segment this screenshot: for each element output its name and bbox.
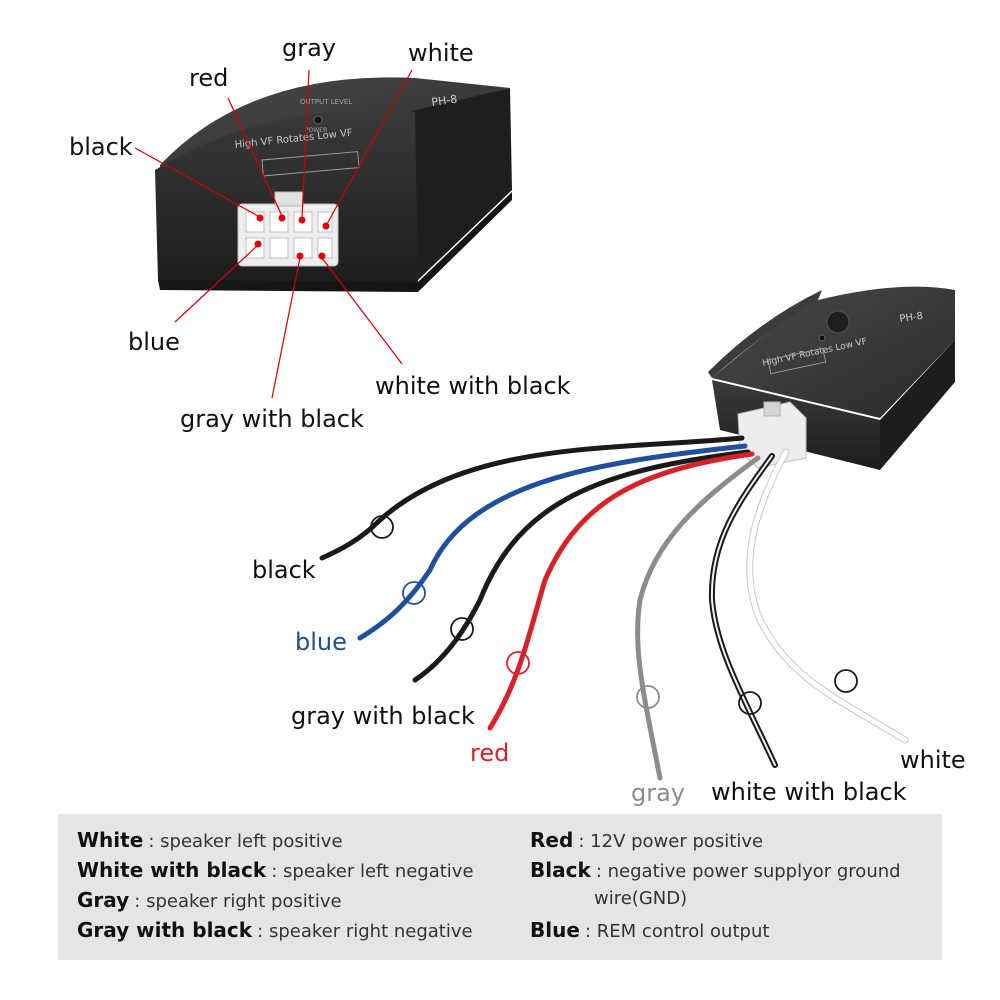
model-text-2: PH-8 bbox=[899, 311, 924, 325]
legend-item-gray-with-black: Gray with black : speaker right negative bbox=[77, 920, 473, 941]
power-led-icon bbox=[313, 115, 323, 125]
wire-gray-with-black bbox=[412, 449, 751, 683]
pinout-print bbox=[261, 151, 360, 177]
wire-blue bbox=[357, 443, 748, 641]
wire-red bbox=[487, 451, 755, 731]
legend-item-white: White : speaker left positive bbox=[77, 830, 343, 851]
legend-desc: : negative power supplyor ground bbox=[595, 861, 901, 882]
wire-white-outline bbox=[746, 448, 909, 744]
legend-key: Blue bbox=[530, 918, 580, 942]
wire-gray bbox=[635, 455, 761, 781]
legend-key: Black bbox=[530, 858, 591, 882]
wire-markers bbox=[370, 515, 858, 715]
legend-key: Gray with black bbox=[77, 918, 253, 942]
device-angled-view: PH-8 High VF Rotates Low VF bbox=[708, 286, 955, 470]
plug-latch bbox=[763, 401, 781, 417]
legend-item-blue: Blue : REM control output bbox=[530, 920, 769, 941]
connector-latch bbox=[274, 191, 304, 207]
legend-item-white-with-black: White with black : speaker left negative bbox=[77, 860, 474, 881]
wires bbox=[319, 435, 909, 781]
marker-gray bbox=[636, 685, 660, 709]
power-led-icon-2 bbox=[818, 334, 826, 342]
device-front-view: PH-8 OUTPUT LEVEL POWER High VF Rotates … bbox=[134, 69, 512, 399]
connector-label-blue: blue bbox=[128, 328, 180, 356]
legend-desc: : speaker right negative bbox=[257, 921, 473, 942]
wire-white-with-black-stripe bbox=[710, 455, 776, 766]
marker-red bbox=[506, 651, 530, 675]
power-label-text: POWER bbox=[305, 127, 327, 134]
pinout-print-2 bbox=[767, 347, 827, 375]
legend-desc: : speaker right positive bbox=[134, 891, 342, 912]
legend-item-black-continued: wire(GND) bbox=[594, 890, 687, 908]
leader-lines bbox=[134, 69, 413, 399]
legend-desc: wire(GND) bbox=[594, 888, 688, 909]
wire-label-gray: gray bbox=[631, 779, 686, 807]
legend-key: White with black bbox=[77, 858, 267, 882]
wire-white bbox=[747, 449, 908, 743]
knob-label-text: OUTPUT LEVEL bbox=[300, 98, 352, 106]
legend-key: Gray bbox=[77, 888, 130, 912]
marker-black bbox=[370, 515, 394, 539]
legend-item-red: Red : 12V power positive bbox=[530, 830, 763, 851]
marker-blue bbox=[402, 581, 426, 605]
pin-markers bbox=[254, 214, 330, 260]
connector-label-gray-with-black: gray with black bbox=[180, 405, 364, 433]
legend-desc: : speaker left positive bbox=[148, 831, 343, 852]
diagram-graphics: PH-8 OUTPUT LEVEL POWER High VF Rotates … bbox=[134, 69, 955, 781]
legend-key: White bbox=[77, 828, 144, 852]
model-text: PH-8 bbox=[431, 92, 458, 108]
legend-desc: : 12V power positive bbox=[578, 831, 764, 852]
legend-desc: : REM control output bbox=[585, 921, 770, 942]
connector-label-black: black bbox=[69, 133, 133, 161]
wire-label-white: white bbox=[900, 746, 966, 774]
legend-item-gray: Gray : speaker right positive bbox=[77, 890, 342, 911]
wire-label-blue: blue bbox=[295, 628, 347, 656]
wire-black bbox=[319, 435, 745, 561]
wire-label-gray-with-black: gray with black bbox=[291, 702, 475, 730]
wire-label-black: black bbox=[252, 556, 316, 584]
legend-key: Red bbox=[530, 828, 574, 852]
connector-label-gray: gray bbox=[282, 34, 337, 62]
legend-box: White : speaker left positive White with… bbox=[58, 814, 942, 960]
marker-gray-with-black bbox=[450, 617, 474, 641]
legend-desc: : speaker left negative bbox=[271, 861, 474, 882]
marker-white bbox=[834, 669, 858, 693]
marker-white-with-black bbox=[738, 691, 762, 715]
connector-label-red: red bbox=[189, 64, 229, 92]
connector-label-white: white bbox=[408, 39, 474, 67]
connector-label-white-with-black: white with black bbox=[375, 372, 571, 400]
level-knob-icon bbox=[826, 310, 850, 334]
wire-label-white-with-black: white with black bbox=[711, 778, 907, 806]
wire-label-red: red bbox=[470, 739, 510, 767]
legend-item-black: Black : negative power supplyor ground bbox=[530, 860, 901, 881]
